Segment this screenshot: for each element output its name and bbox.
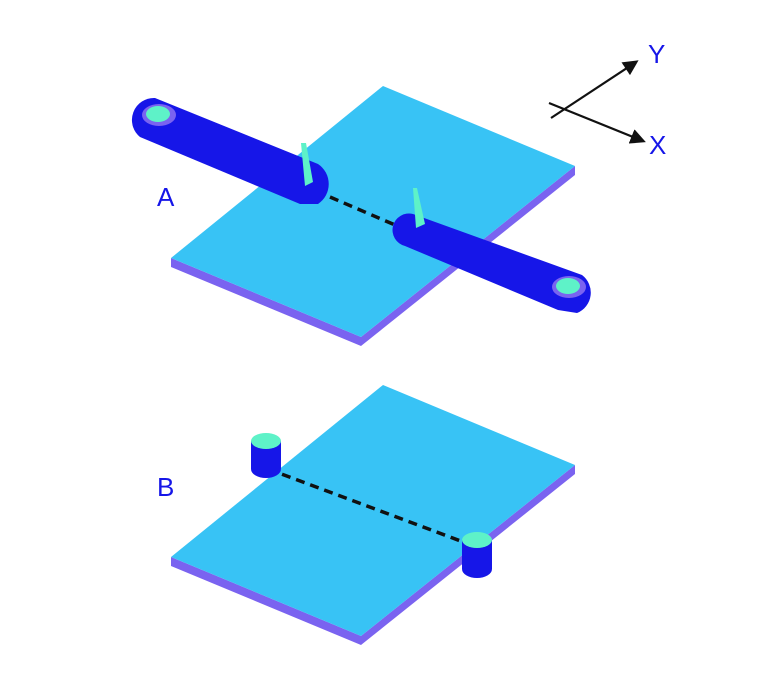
plate-a-left-edge — [171, 258, 361, 346]
right-post-body — [462, 540, 492, 578]
left-pin — [301, 143, 313, 186]
right-post-cap — [462, 532, 492, 548]
dashed-connector-a — [329, 195, 403, 230]
left-post-cap — [251, 433, 281, 449]
left-arm-body — [131, 97, 329, 204]
panel-b: B — [157, 385, 575, 645]
panel-b-label: B — [157, 472, 174, 502]
x-axis-label: X — [649, 130, 666, 160]
left-arm — [131, 97, 329, 204]
plate-b-left-edge — [171, 557, 361, 645]
right-arm-body — [392, 213, 591, 313]
dashed-connector-b — [267, 467, 475, 548]
right-pivot — [556, 278, 580, 294]
plate-b — [171, 385, 575, 645]
axis-indicator: Y X — [548, 39, 666, 160]
right-arm — [392, 188, 591, 313]
left-post — [251, 433, 281, 478]
panel-a-label: A — [157, 182, 175, 212]
y-axis-label: Y — [648, 39, 665, 69]
left-post-body — [251, 441, 281, 478]
plate-b-top — [171, 385, 575, 636]
right-pin — [413, 188, 425, 228]
left-pivot — [146, 106, 170, 122]
panel-a: A — [131, 86, 591, 346]
plate-a-top — [171, 86, 575, 337]
right-post — [462, 532, 492, 578]
x-axis-arrow — [548, 101, 646, 144]
